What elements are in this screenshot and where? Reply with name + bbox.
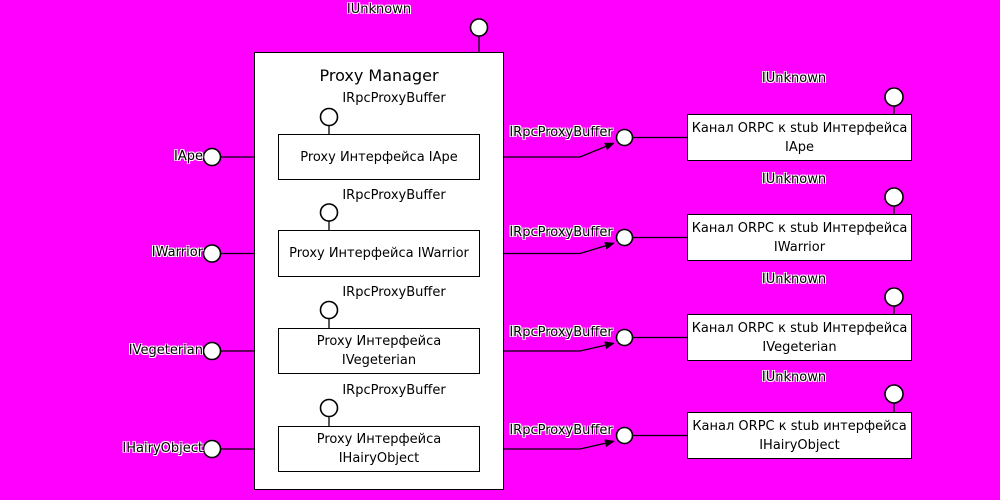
buffer-label: IRpcProxyBuffer — [342, 285, 446, 300]
channel-box-label: IWarrior — [773, 239, 826, 255]
proxy-box-label: IHairyObject — [338, 451, 420, 466]
proxy-box-label: Proxy Интерфейса — [316, 432, 442, 447]
proxy-manager-title: Proxy Manager — [319, 66, 439, 85]
middle-buffer-label: IRpcProxyBuffer — [509, 125, 613, 140]
left-interface-label: IWarrior — [151, 245, 203, 260]
channel-iunknown-label: IUnknown — [761, 370, 827, 385]
interface-lollipop-icon — [884, 87, 904, 107]
channel-iunknown-label: IUnknown — [761, 172, 827, 187]
proxy-box: Proxy Интерфейса IApe — [278, 134, 480, 180]
channel-box: Канал ORPC к stub Интерфейса IApe — [687, 114, 912, 161]
interface-lollipop-icon — [884, 187, 904, 207]
interface-lollipop-icon — [884, 287, 904, 307]
arrow-connector — [579, 439, 615, 450]
interface-lollipop-icon — [202, 147, 222, 167]
proxy-box: Proxy Интерфейса IVegeterian — [278, 328, 480, 374]
left-interface-label: IVegeterian — [128, 343, 203, 358]
proxy-box-label: IVegeterian — [341, 353, 417, 368]
proxy-box: Proxy Интерфейса IWarrior — [278, 230, 480, 277]
channel-iunknown-label: IUnknown — [761, 71, 827, 86]
channel-box: Канал ORPC к stub интерфейса IHairyObjec… — [687, 412, 912, 459]
channel-box-label: Канал ORPC к stub интерфейса — [692, 418, 907, 434]
channel-box: Канал ORPC к stub Интерфейса IVegeterian — [687, 314, 912, 361]
interface-lollipop-icon — [884, 384, 904, 404]
middle-buffer-label: IRpcProxyBuffer — [509, 423, 613, 438]
channel-box-label: Канал ORPC к stub Интерфейса — [691, 220, 908, 236]
proxy-box: Proxy Интерфейса IHairyObject — [278, 426, 480, 472]
channel-box-label: IApe — [785, 139, 814, 155]
top-iunknown-label: IUnknown — [346, 2, 412, 17]
interface-lollipop-icon — [202, 341, 222, 361]
proxy-box-label: Proxy Интерфейса IWarrior — [289, 246, 469, 261]
middle-buffer-label: IRpcProxyBuffer — [509, 225, 613, 240]
arrow-connector — [579, 241, 615, 255]
middle-buffer-label: IRpcProxyBuffer — [509, 325, 613, 340]
interface-lollipop-icon — [319, 398, 339, 418]
left-interface-label: IHairyObject — [122, 441, 203, 456]
channel-iunknown-label: IUnknown — [761, 272, 827, 287]
buffer-label: IRpcProxyBuffer — [342, 383, 446, 398]
arrow-connector — [579, 341, 615, 352]
proxy-box-label: Proxy Интерфейса IApe — [300, 149, 458, 165]
left-interface-label: IApe — [174, 149, 203, 164]
interface-lollipop-icon — [319, 300, 339, 320]
interface-lollipop-icon — [202, 439, 222, 459]
channel-box-label: IHairyObject — [759, 437, 840, 453]
interface-lollipop-icon — [469, 18, 489, 37]
interface-lollipop-icon — [319, 203, 339, 222]
channel-box-label: Канал ORPC к stub Интерфейса — [691, 320, 908, 336]
buffer-label: IRpcProxyBuffer — [342, 188, 446, 203]
interface-lollipop-icon — [202, 244, 222, 263]
buffer-label: IRpcProxyBuffer — [342, 91, 446, 106]
interface-lollipop-icon — [319, 107, 339, 127]
arrow-connector — [579, 142, 615, 158]
channel-box-label: Канал ORPC к stub Интерфейса — [691, 120, 908, 136]
channel-box: Канал ORPC к stub Интерфейса IWarrior — [687, 214, 912, 261]
proxy-box-label: Proxy Интерфейса — [316, 334, 442, 349]
channel-box-label: IVegeterian — [762, 339, 837, 355]
